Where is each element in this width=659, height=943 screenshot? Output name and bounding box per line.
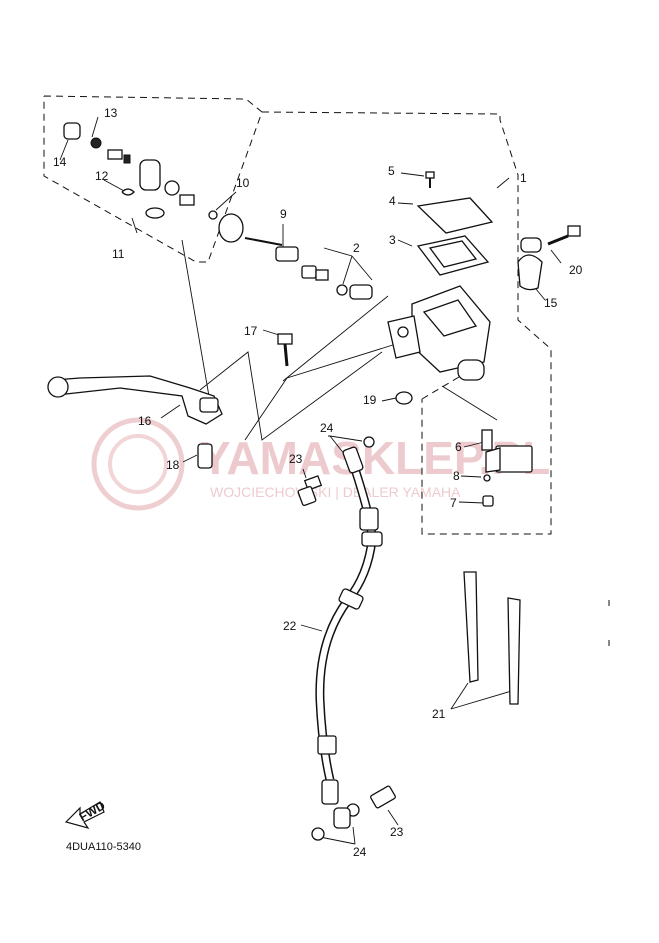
part-20-bolt — [547, 225, 581, 246]
part-22-brake-hose — [315, 446, 383, 829]
callout-6: 6 — [455, 440, 462, 454]
lever-assembly-outline — [43, 95, 263, 263]
callout-15: 15 — [544, 296, 558, 310]
callout-13: 13 — [104, 106, 118, 120]
callout-24-lower: 24 — [353, 845, 367, 859]
diagram-code: 4DUA110-5340 — [66, 841, 142, 853]
part-18-bushing — [197, 443, 213, 469]
callout-2: 2 — [353, 241, 360, 255]
part-8-washer — [483, 474, 491, 482]
master-cylinder-outline — [261, 111, 552, 535]
callout-22: 22 — [283, 619, 297, 633]
part-7-screw — [482, 495, 494, 507]
fwd-arrow-icon: FWD — [64, 798, 108, 830]
part-17-bolt — [277, 333, 293, 367]
part-1-master-cylinder — [387, 285, 491, 381]
callout-8: 8 — [453, 469, 460, 483]
callout-21: 21 — [432, 707, 446, 721]
callout-14: 14 — [53, 155, 67, 169]
callout-9: 9 — [280, 207, 287, 221]
lever-pivot — [139, 159, 161, 191]
callout-1: 1 — [520, 171, 527, 185]
part-2-piston-kit — [301, 265, 373, 300]
callout-4: 4 — [389, 194, 396, 208]
callout-12: 12 — [95, 169, 109, 183]
part-19-nut — [395, 391, 413, 405]
part-14-cap — [63, 122, 81, 140]
part-9-push-rod — [244, 237, 299, 262]
callout-17: 17 — [244, 324, 258, 338]
callout-labels: 1 2 3 4 5 6 7 8 9 10 11 12 13 14 15 16 1… — [53, 106, 583, 859]
part-4-reservoir-cap — [416, 197, 494, 234]
part-6-brake-switch — [481, 429, 533, 473]
callout-18: 18 — [166, 458, 180, 472]
callout-23-upper: 23 — [289, 452, 303, 466]
callout-10: 10 — [236, 176, 250, 190]
callout-20: 20 — [569, 263, 583, 277]
part-12-clip — [121, 188, 135, 196]
part-5-screw — [425, 171, 435, 188]
watermark-tagline: WOJCIECHOWSKI | DEALER YAMAHA — [210, 484, 461, 500]
callout-16: 16 — [138, 414, 152, 428]
watermark-logo-icon — [91, 417, 185, 511]
callout-24-upper: 24 — [320, 421, 334, 435]
callout-11: 11 — [112, 247, 125, 261]
part-13-nut — [90, 137, 102, 149]
part-24-washer-lower-a — [311, 827, 325, 841]
callout-23-lower: 23 — [390, 825, 404, 839]
callout-19: 19 — [363, 393, 377, 407]
part-23-bolt-lower — [370, 785, 396, 809]
part-23-bolt-upper — [297, 475, 323, 506]
callout-7: 7 — [450, 496, 457, 510]
callout-3: 3 — [389, 233, 396, 247]
small-springs — [107, 149, 218, 220]
part-10-boot — [218, 213, 244, 243]
fwd-label: FWD — [77, 798, 108, 824]
part-24-washer-upper — [363, 436, 375, 448]
callout-5: 5 — [388, 164, 395, 178]
parts — [47, 122, 610, 841]
part-21-cable-ties — [463, 571, 521, 705]
leader-lines — [59, 116, 562, 845]
part-15-clamp — [517, 237, 543, 291]
